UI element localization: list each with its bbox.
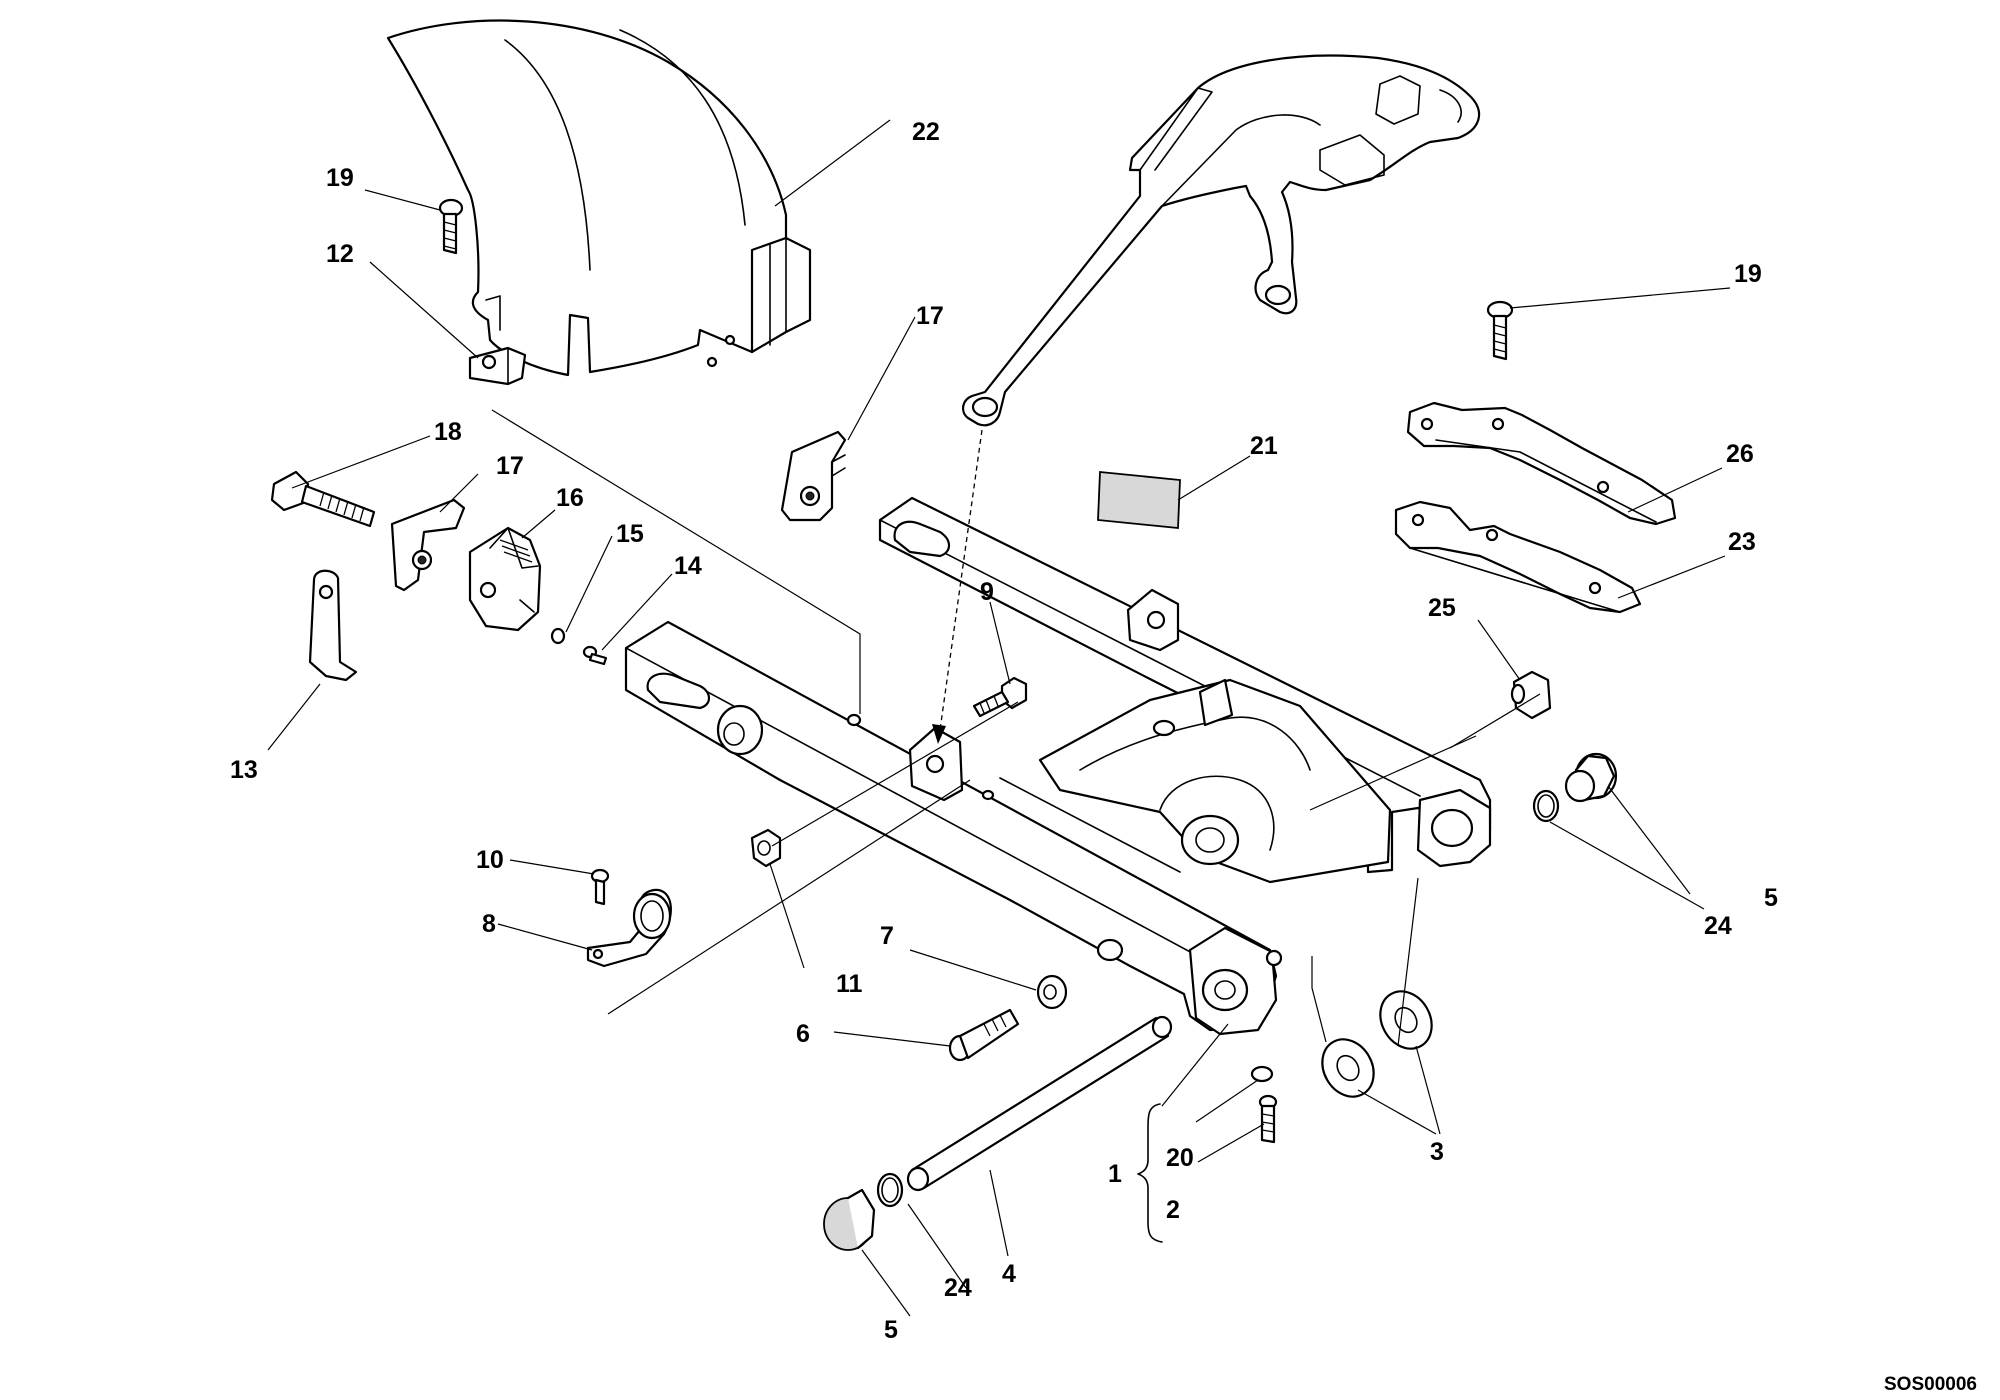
callout-9: 9 [980,578,994,606]
part-4-spindle [906,1015,1173,1192]
callout-16: 16 [556,484,584,512]
part-9-bolt [972,676,1028,718]
group-brace [1137,1103,1163,1243]
callout-26: 26 [1726,440,1754,468]
part-8-clamp [586,888,672,968]
part-5-cap-right [1564,752,1618,803]
callout-23: 23 [1728,528,1756,556]
callout-17-lower: 17 [496,452,524,480]
callout-1: 1 [1108,1160,1122,1188]
part-24-circlip-left [876,1172,904,1208]
dashed-alignment-arrow [932,429,983,744]
callout-5-left: 5 [884,1316,898,1344]
callout-15: 15 [616,520,644,548]
part-14-small-screw [582,645,608,666]
part-17-chain-guide-lower [390,498,466,592]
part-18-long-bolt [270,470,376,528]
callout-18: 18 [434,418,462,446]
part-22-rear-mudguard [386,19,812,377]
callout-4: 4 [1002,1260,1016,1288]
part-19-screw-left [438,198,464,255]
part-11-nut [750,828,782,868]
part-25-nut [1510,670,1552,720]
part-26-upper-plate [1406,401,1677,526]
drawing-code: SOS00006 [1884,1374,1977,1395]
callout-20: 20 [1166,1144,1194,1172]
part-20-washer [1250,1065,1274,1083]
callout-7: 7 [880,922,894,950]
part-17-chain-guide-upper [780,430,847,522]
part-13-bracket [308,569,358,682]
part-5-cap-left [823,1188,876,1251]
callout-8: 8 [482,910,496,938]
part-10-screw [590,868,610,906]
callout-24-left: 24 [944,1274,972,1302]
part-16-chain-slider [468,526,542,632]
callout-19-left: 19 [326,164,354,192]
part-3-washers [1321,990,1433,1098]
part-6-bolt [948,1008,1020,1062]
callout-2: 2 [1166,1196,1180,1224]
part-2-screw [1258,1094,1278,1144]
callout-22: 22 [912,118,940,146]
part-21-pad [1097,471,1181,529]
rear-subframe-outline [962,54,1480,427]
callout-3: 3 [1430,1138,1444,1166]
callout-24-right: 24 [1704,912,1732,940]
callout-13: 13 [230,756,258,784]
part-19-screw-right [1486,300,1514,361]
callout-11: 11 [836,970,863,998]
part-7-spacer [1036,974,1068,1010]
callout-labels: 22 19 12 17 18 17 16 15 14 13 9 21 19 26… [230,118,1977,1395]
callout-12: 12 [326,240,354,268]
swingarm [624,496,1492,1036]
part-23-lower-plate [1394,500,1642,614]
part-15-washer [550,627,566,645]
callout-21: 21 [1250,432,1278,460]
callout-6: 6 [796,1020,810,1048]
leader-lines [267,119,1731,1317]
part-12-mounting-bracket [468,346,527,386]
callout-10: 10 [476,846,504,874]
callout-17-upper: 17 [916,302,944,330]
callout-14: 14 [674,552,702,580]
callout-5-right: 5 [1764,884,1778,912]
callout-19-right: 19 [1734,260,1762,288]
callout-25: 25 [1428,594,1456,622]
part-24-circlip-right [1532,789,1560,823]
